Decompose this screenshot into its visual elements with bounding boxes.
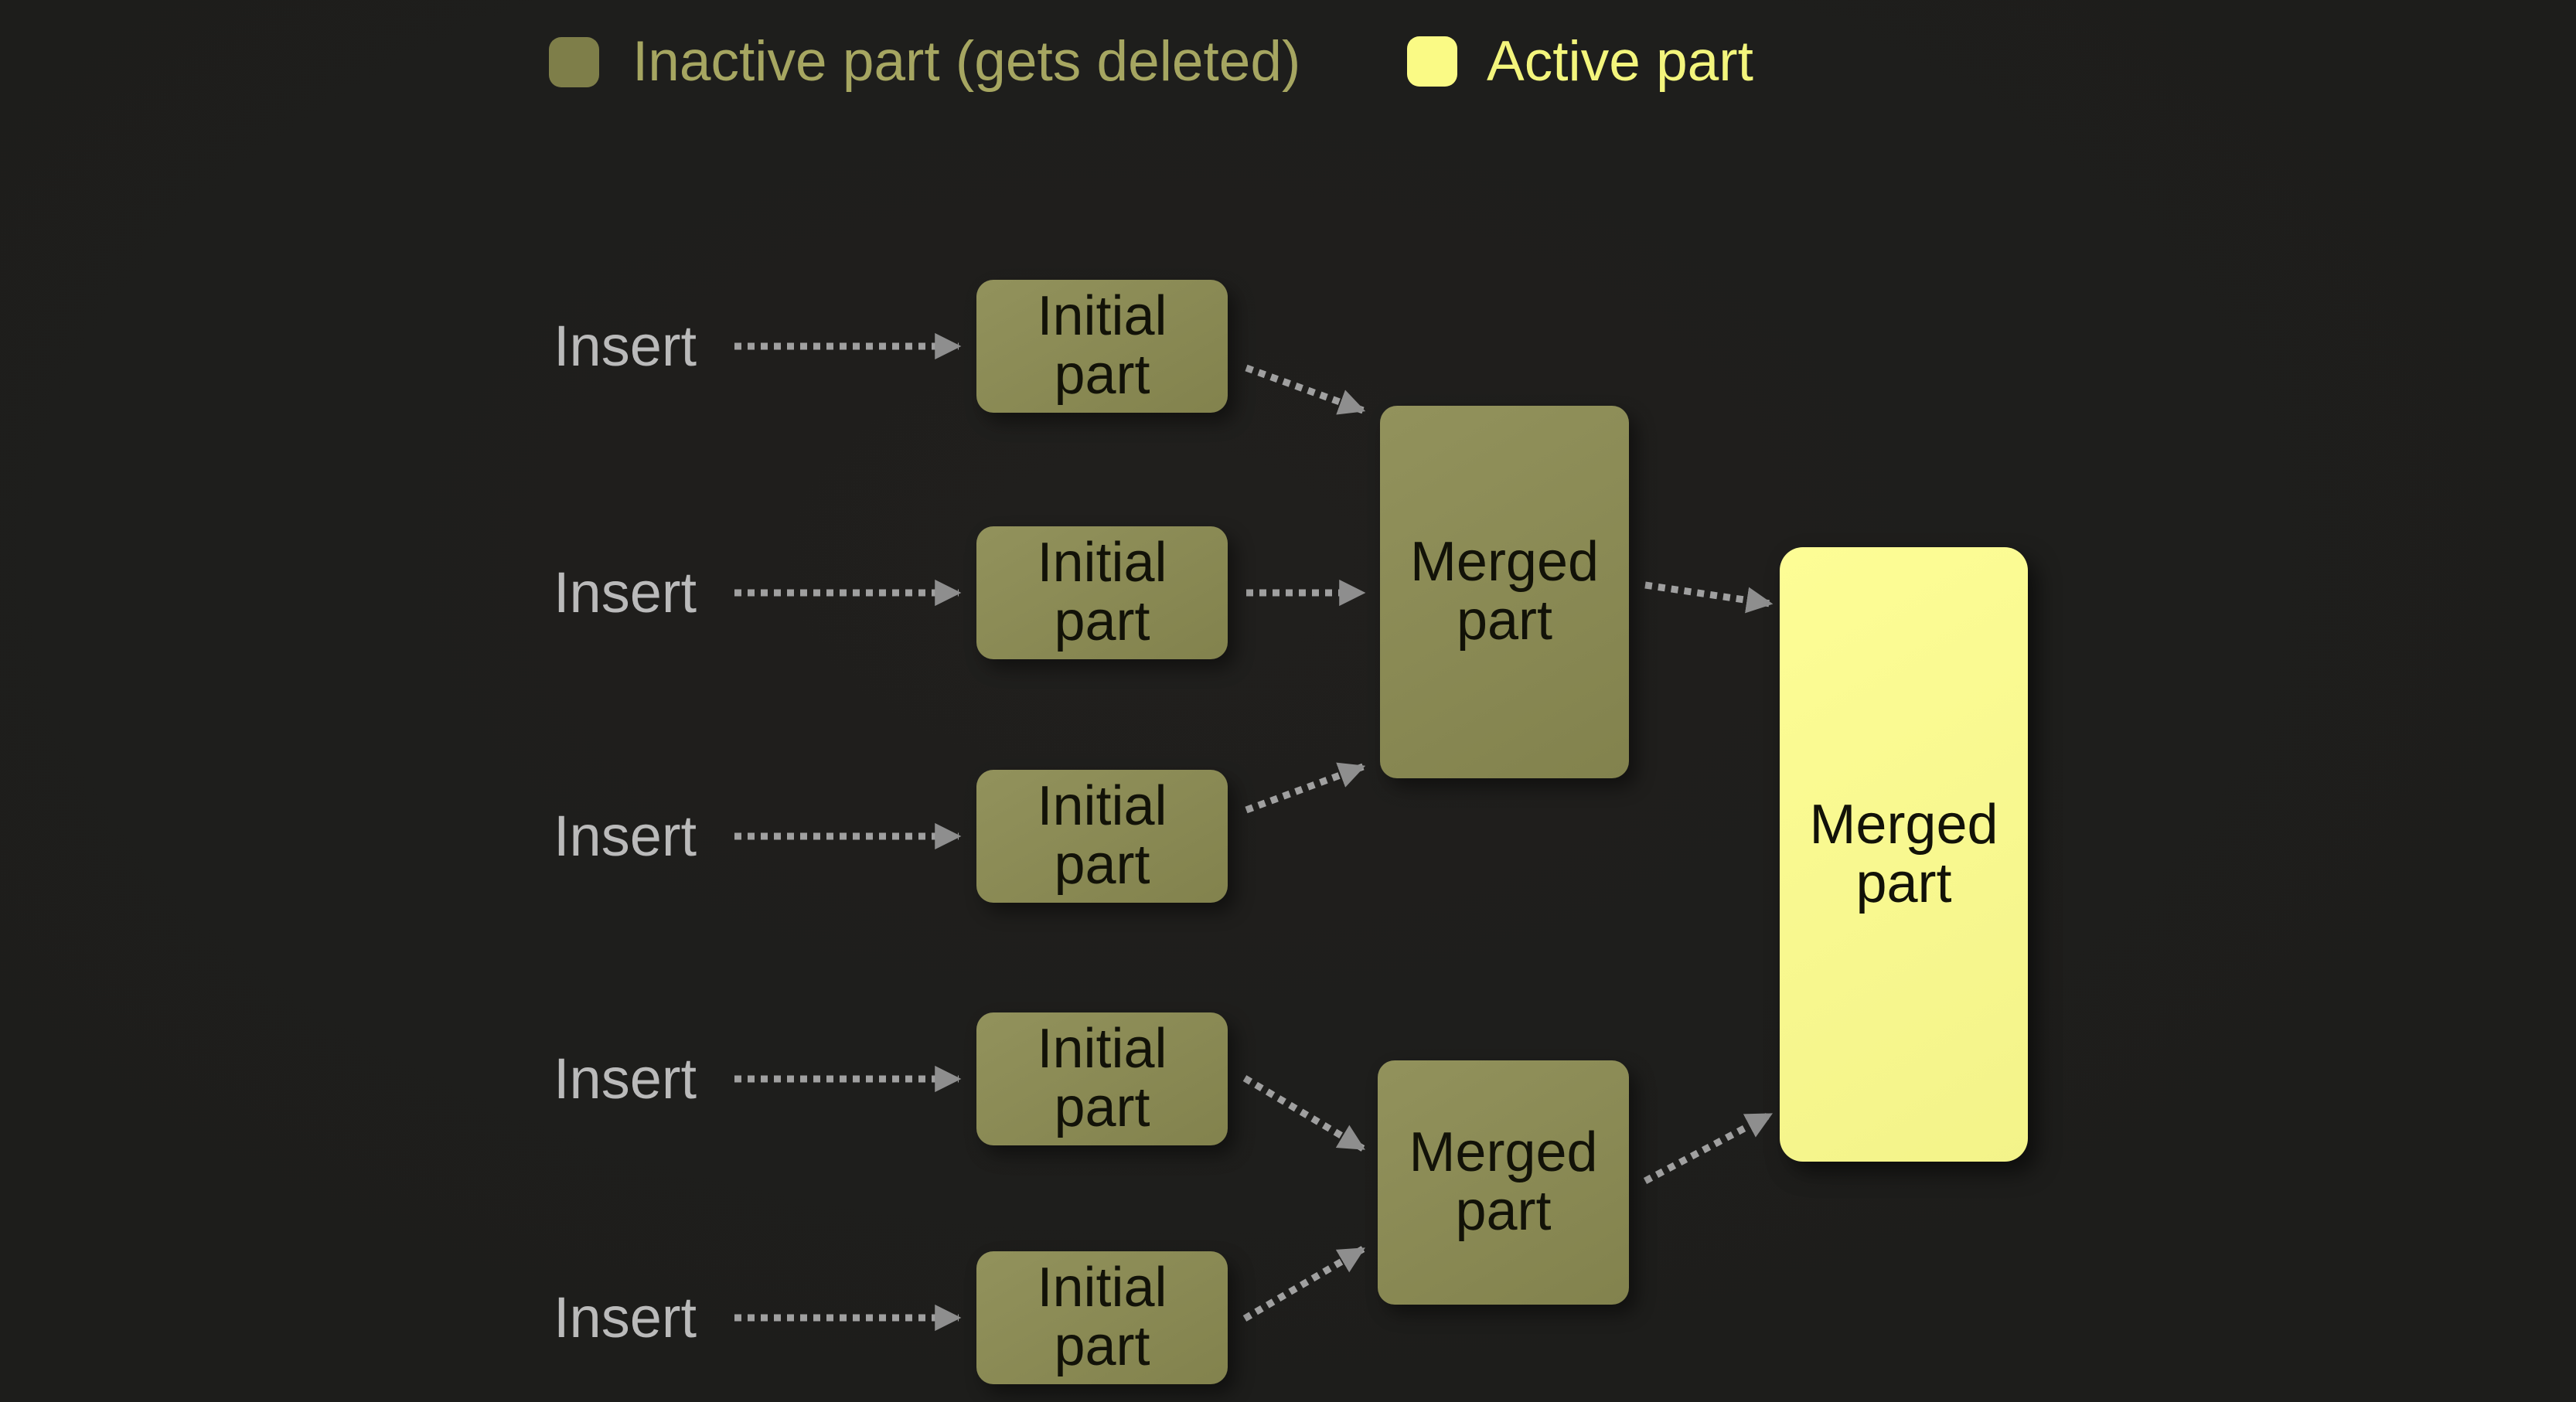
arrow-initial1-to-merged-top (1245, 364, 1366, 415)
initial-part-node-2: Initial part (976, 526, 1228, 659)
insert-label-3: Insert (554, 804, 697, 868)
initial-part-node-5: Initial part (976, 1251, 1228, 1384)
insert-label-5: Insert (554, 1285, 697, 1349)
insert-label-1: Insert (554, 314, 697, 378)
arrow-initial3-to-merged-top (1245, 762, 1366, 814)
insert-label-2: Insert (554, 560, 697, 624)
arrow-initial4-to-merged-bottom (1242, 1075, 1365, 1152)
merged-part-node-top: Merged part (1380, 406, 1629, 778)
legend-active-label: Active part (1487, 30, 1753, 93)
initial-part-node-1: Initial part (976, 280, 1228, 413)
legend-active-swatch (1407, 36, 1457, 87)
legend-inactive-label: Inactive part (gets deleted) (632, 30, 1301, 93)
arrow-merged-bottom-to-final (1643, 1111, 1774, 1184)
arrow-initial5-to-merged-bottom (1242, 1246, 1365, 1322)
arrow-merged-top-to-final (1644, 581, 1774, 614)
initial-part-node-4: Initial part (976, 1012, 1228, 1145)
merged-part-node-bottom: Merged part (1378, 1060, 1629, 1305)
initial-part-node-3: Initial part (976, 770, 1228, 903)
insert-label-4: Insert (554, 1046, 697, 1111)
merged-part-node-final: Merged part (1780, 547, 2028, 1162)
legend-inactive-swatch (549, 37, 599, 87)
